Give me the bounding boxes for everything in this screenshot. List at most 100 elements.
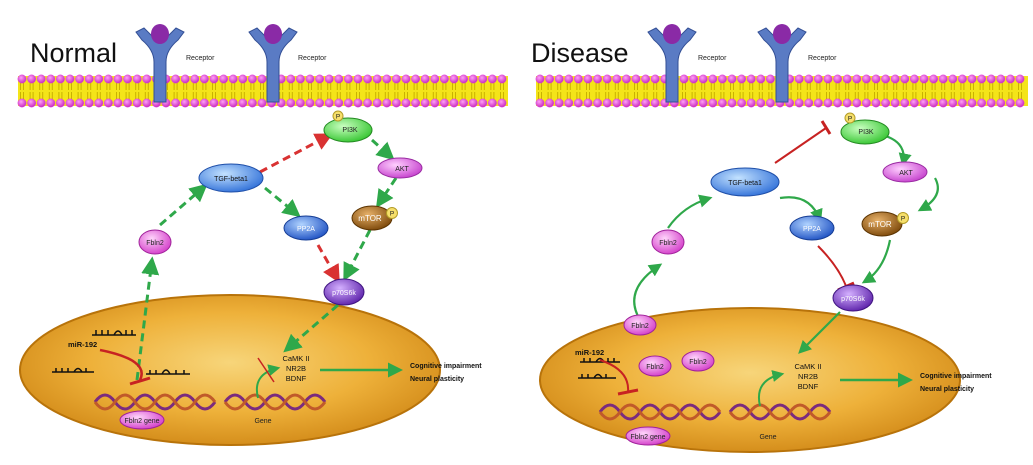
lipid-head xyxy=(459,98,468,108)
lipid-head xyxy=(756,98,766,108)
lipid-head xyxy=(343,74,353,84)
pi3k-node xyxy=(323,117,373,143)
lipid-head xyxy=(478,98,488,108)
lipid-head xyxy=(823,98,833,108)
lipid-head xyxy=(842,74,852,84)
lipid-head xyxy=(401,74,411,84)
camk-label: CaMK II xyxy=(282,354,309,363)
outcome-label: Neural plasticity xyxy=(920,386,974,393)
lipid-head xyxy=(27,74,37,84)
gene-label: Gene xyxy=(759,434,776,441)
lipid-head xyxy=(142,74,152,84)
receptor-label: Receptor xyxy=(298,55,327,62)
lipid-head xyxy=(171,98,181,108)
lipid-head xyxy=(938,74,948,84)
mirna-glyph xyxy=(578,357,620,379)
lipid-head xyxy=(209,74,219,84)
lipid-head xyxy=(804,98,814,108)
lipid-head xyxy=(238,74,248,84)
lipid-head xyxy=(631,98,641,108)
lipid-head xyxy=(449,74,459,84)
lipid-head xyxy=(814,74,823,84)
tgfb1-node xyxy=(710,167,780,197)
lipid-head xyxy=(689,74,698,84)
receptor xyxy=(647,24,697,103)
lipid-head xyxy=(132,98,142,108)
lipid-head xyxy=(36,74,46,84)
lipid-head xyxy=(334,74,344,84)
phospho-label: P xyxy=(901,216,905,223)
lipid-head xyxy=(746,74,756,84)
fbln2-label: Fbln2 xyxy=(689,359,707,366)
lipid-head xyxy=(459,74,468,84)
lipid-head xyxy=(823,74,833,84)
fbln2-gene-node xyxy=(119,410,165,430)
lipid-head xyxy=(1006,74,1015,84)
lipid-head xyxy=(363,74,372,84)
lipid-head xyxy=(574,74,583,84)
lipid-head xyxy=(17,98,27,108)
lipid-head xyxy=(545,74,554,84)
fbln2-gene-label: Fbln2 gene xyxy=(124,418,159,425)
fbln2-node xyxy=(681,350,715,372)
lipid-head xyxy=(583,74,593,84)
lipid-head xyxy=(1015,98,1025,108)
lipid-head xyxy=(468,74,478,84)
lipid-head xyxy=(718,74,727,84)
outcome-label: Cognitive impairment xyxy=(410,363,482,370)
lipid-head xyxy=(36,98,46,108)
lipid-head xyxy=(756,74,766,84)
fbln2-node xyxy=(138,229,172,255)
lipid-head xyxy=(228,98,238,108)
lipid-head xyxy=(305,74,315,84)
panel-normal: Receptor Receptor xyxy=(17,24,508,446)
lipid-head xyxy=(315,74,324,84)
lipid-head xyxy=(958,74,967,84)
lipid-head xyxy=(958,98,967,108)
lipid-head xyxy=(411,98,420,108)
lipid-head xyxy=(967,98,977,108)
lipid-head xyxy=(56,74,65,84)
lipid-head xyxy=(1006,98,1015,108)
akt-label: AKT xyxy=(899,170,913,177)
lipid-head xyxy=(794,74,804,84)
mtor-label: mTOR xyxy=(358,214,382,223)
lipid-head xyxy=(698,98,708,108)
lipid-head xyxy=(919,98,929,108)
lipid-head xyxy=(228,74,238,84)
receptor xyxy=(248,24,298,103)
inhibition-arrow xyxy=(99,348,275,386)
lipid-head xyxy=(497,74,507,84)
lipid-head xyxy=(199,98,209,108)
receptor-label: Receptor xyxy=(808,55,837,62)
lipid-head xyxy=(257,98,267,108)
nr2b-label: NR2B xyxy=(798,372,818,381)
receptor xyxy=(135,24,185,103)
lipid-head xyxy=(382,74,392,84)
dna-strand xyxy=(728,403,832,421)
lipid-head xyxy=(353,74,363,84)
fbln2-label: Fbln2 xyxy=(659,240,677,247)
fbln2-gene-label: Fbln2 gene xyxy=(630,434,665,441)
phospho-badge xyxy=(386,207,398,219)
lipid-head xyxy=(305,98,315,108)
outcome-label: Cognitive impairment xyxy=(920,373,992,380)
panel-disease: Receptor Receptor xyxy=(535,24,1028,453)
lipid-head xyxy=(411,74,420,84)
lipid-head xyxy=(56,98,65,108)
lipid-head xyxy=(430,74,440,84)
fbln2-node xyxy=(623,314,657,336)
lipid-head xyxy=(919,74,929,84)
lipid-head xyxy=(718,98,727,108)
lipid-head xyxy=(257,74,267,84)
lipid-head xyxy=(17,74,27,84)
mirna-label: miR-192 xyxy=(68,340,97,349)
receptor-label: Receptor xyxy=(698,55,727,62)
lipid-head xyxy=(372,74,382,84)
lipid-head xyxy=(737,98,746,108)
pi3k-label: PI3K xyxy=(858,129,874,136)
lipid-head xyxy=(190,98,200,108)
tgfb1-label: TGF-beta1 xyxy=(728,180,762,187)
